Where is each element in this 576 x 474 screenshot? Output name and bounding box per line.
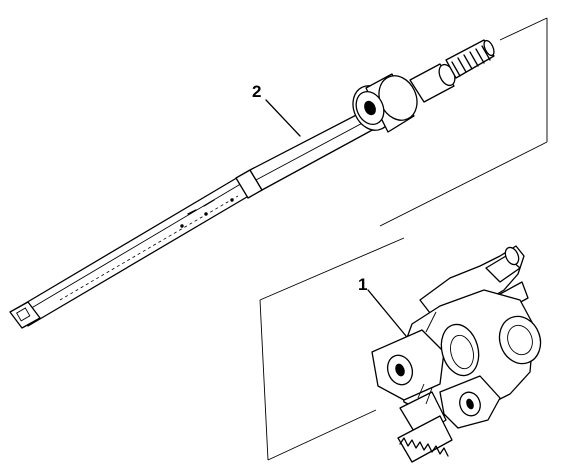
callout-1: 1: [358, 275, 367, 294]
callout-2: 2: [252, 82, 261, 101]
steering-shaft: [9, 39, 495, 329]
bracket-housing: [371, 245, 542, 463]
shaft-group-frame: [379, 17, 548, 227]
leader-line-2: [265, 99, 301, 137]
leader-line-1: [367, 289, 407, 337]
bracket-group-frame: [259, 237, 405, 461]
